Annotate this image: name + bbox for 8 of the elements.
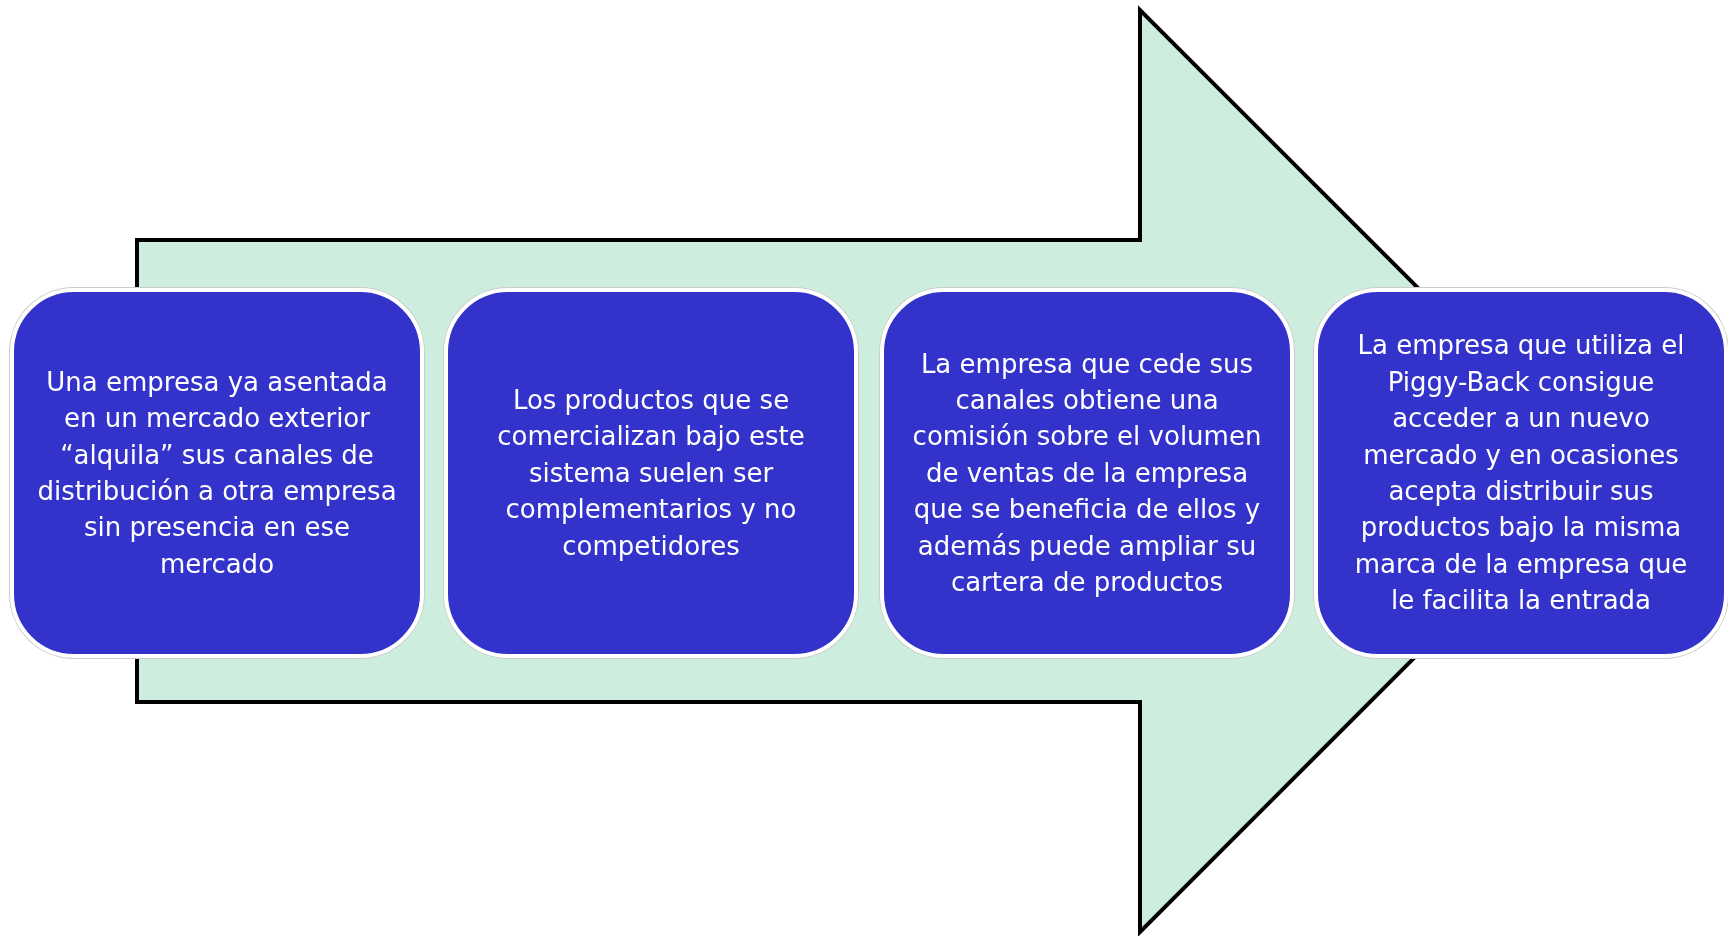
process-box	[10, 288, 424, 658]
box-text: Los productos que se comercializan bajo este sistema suelen ser complementarios y no competidores	[496, 384, 806, 563]
box-text: Una empresa ya asentada en un mercado exterior “alquila” sus canales de distribución a otra empresa sin presencia en ese mercado	[36, 365, 398, 581]
box-text: La empresa que utiliza el Piggy-Back consigue acceder a un nuevo mercado y en ocasiones acepta distribuir sus productos bajo la misma marca de la empresa que le facilita la entrada	[1353, 329, 1689, 618]
process-box	[880, 288, 1294, 658]
process-box	[1314, 288, 1728, 658]
process-box	[444, 288, 858, 658]
box-text: La empresa que cede sus canales obtiene una comisión sobre el volumen de ventas de la empresa que se beneficia de ellos y además puede ampliar su cartera de productos	[911, 347, 1263, 599]
